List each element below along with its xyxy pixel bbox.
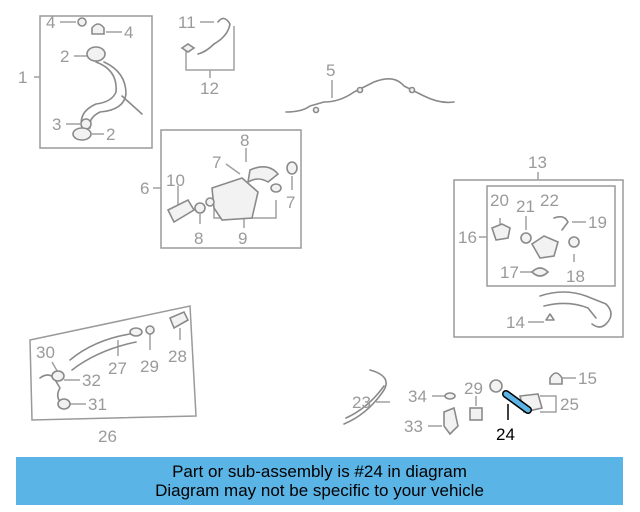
part-label-29b: 29 <box>464 379 483 398</box>
part-label-10: 10 <box>166 171 185 190</box>
part-label-5: 5 <box>326 61 335 80</box>
part-label-30: 30 <box>36 343 55 362</box>
part-label-32: 32 <box>82 371 101 390</box>
part-label-4: 4 <box>124 23 133 42</box>
part-label-25: 25 <box>560 395 579 414</box>
part-label-24: 24 <box>496 425 515 444</box>
part-label-16: 16 <box>458 228 477 247</box>
part-label-2: 2 <box>60 47 69 66</box>
banner-line-1: Part or sub-assembly is #24 in diagram <box>172 462 467 481</box>
part-label-7b: 7 <box>286 193 295 212</box>
part-label-14: 14 <box>506 313 525 332</box>
part-label-9: 9 <box>238 229 247 248</box>
part-label-29: 29 <box>140 357 159 376</box>
part-label-33: 33 <box>404 417 423 436</box>
part-label-15: 15 <box>578 369 597 388</box>
part-label-12: 12 <box>200 79 219 98</box>
part-label-34: 34 <box>408 387 427 406</box>
part-label-6: 6 <box>140 179 149 198</box>
group-box-13 <box>453 179 624 338</box>
part-label-7: 7 <box>212 153 221 172</box>
group-box-26 <box>29 305 197 421</box>
part-sketches <box>39 17 612 436</box>
part-label-22: 22 <box>540 191 559 210</box>
banner-line-2: Diagram may not be specific to your vehi… <box>155 481 484 500</box>
part-label-26: 26 <box>98 427 117 446</box>
info-banner: Part or sub-assembly is #24 in diagram D… <box>16 457 623 505</box>
part-label-20: 20 <box>490 191 509 210</box>
part-label-3: 4 <box>46 13 55 32</box>
group-box-16 <box>486 185 616 287</box>
part-label-11: 11 <box>178 13 196 32</box>
part-24-highlight <box>503 391 531 413</box>
part-label-1: 1 <box>18 68 27 87</box>
part-labels: 1 4 4 2 3 2 11 12 5 6 8 7 10 7 8 9 13 20… <box>18 13 607 446</box>
group-box-1 <box>39 15 153 149</box>
part-label-19: 19 <box>588 213 607 232</box>
part-label-31: 31 <box>88 395 107 414</box>
part-label-3b: 3 <box>52 115 61 134</box>
part-label-17: 17 <box>500 263 519 282</box>
part-label-2b: 2 <box>106 125 115 144</box>
part-label-8b: 8 <box>194 229 203 248</box>
part-label-23: 23 <box>352 393 371 412</box>
part-label-28: 28 <box>168 347 187 366</box>
part-label-27: 27 <box>108 359 127 378</box>
part-label-8: 8 <box>240 131 249 150</box>
part-label-21: 21 <box>516 197 535 216</box>
group-box-6 <box>160 129 302 249</box>
parts-diagram: 1 4 4 2 3 2 11 12 5 6 8 7 10 7 8 9 13 20… <box>18 13 624 446</box>
part-label-18: 18 <box>566 267 585 286</box>
leader-lines <box>34 21 586 427</box>
part-label-13: 13 <box>528 153 547 172</box>
